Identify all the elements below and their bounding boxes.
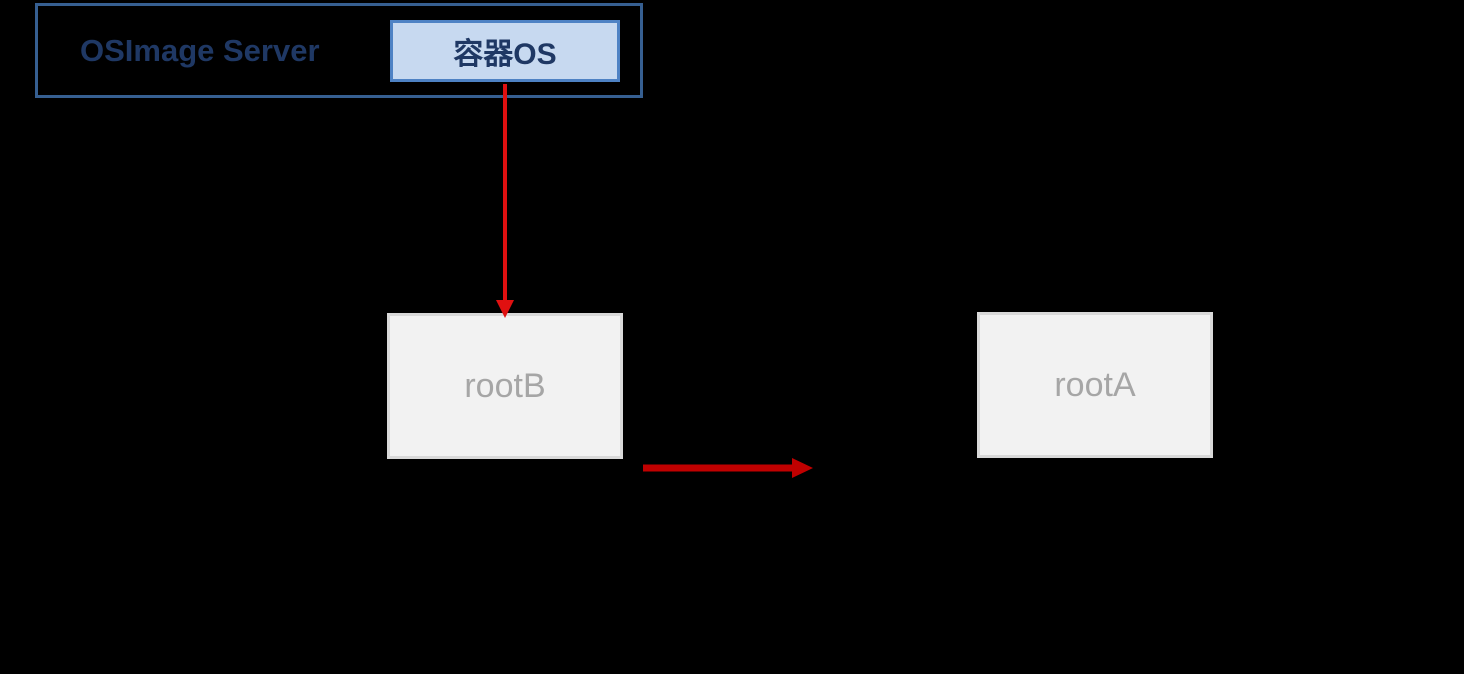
rootb-label: rootB [464, 366, 546, 405]
roota-box: rootA [977, 312, 1213, 458]
roota-label: rootA [1054, 365, 1136, 404]
arrow-rootb-to-roota [643, 458, 813, 478]
osimage-server-box: OSImage Server [35, 3, 643, 98]
arrow-rootb-to-roota-head [792, 458, 813, 478]
osimage-server-label: OSImage Server [80, 32, 320, 68]
arrow-containeros-to-rootb [496, 84, 514, 318]
container-os-box: 容器OS [390, 20, 620, 82]
rootb-box: rootB [387, 313, 623, 459]
container-os-label: 容器OS [453, 38, 557, 71]
